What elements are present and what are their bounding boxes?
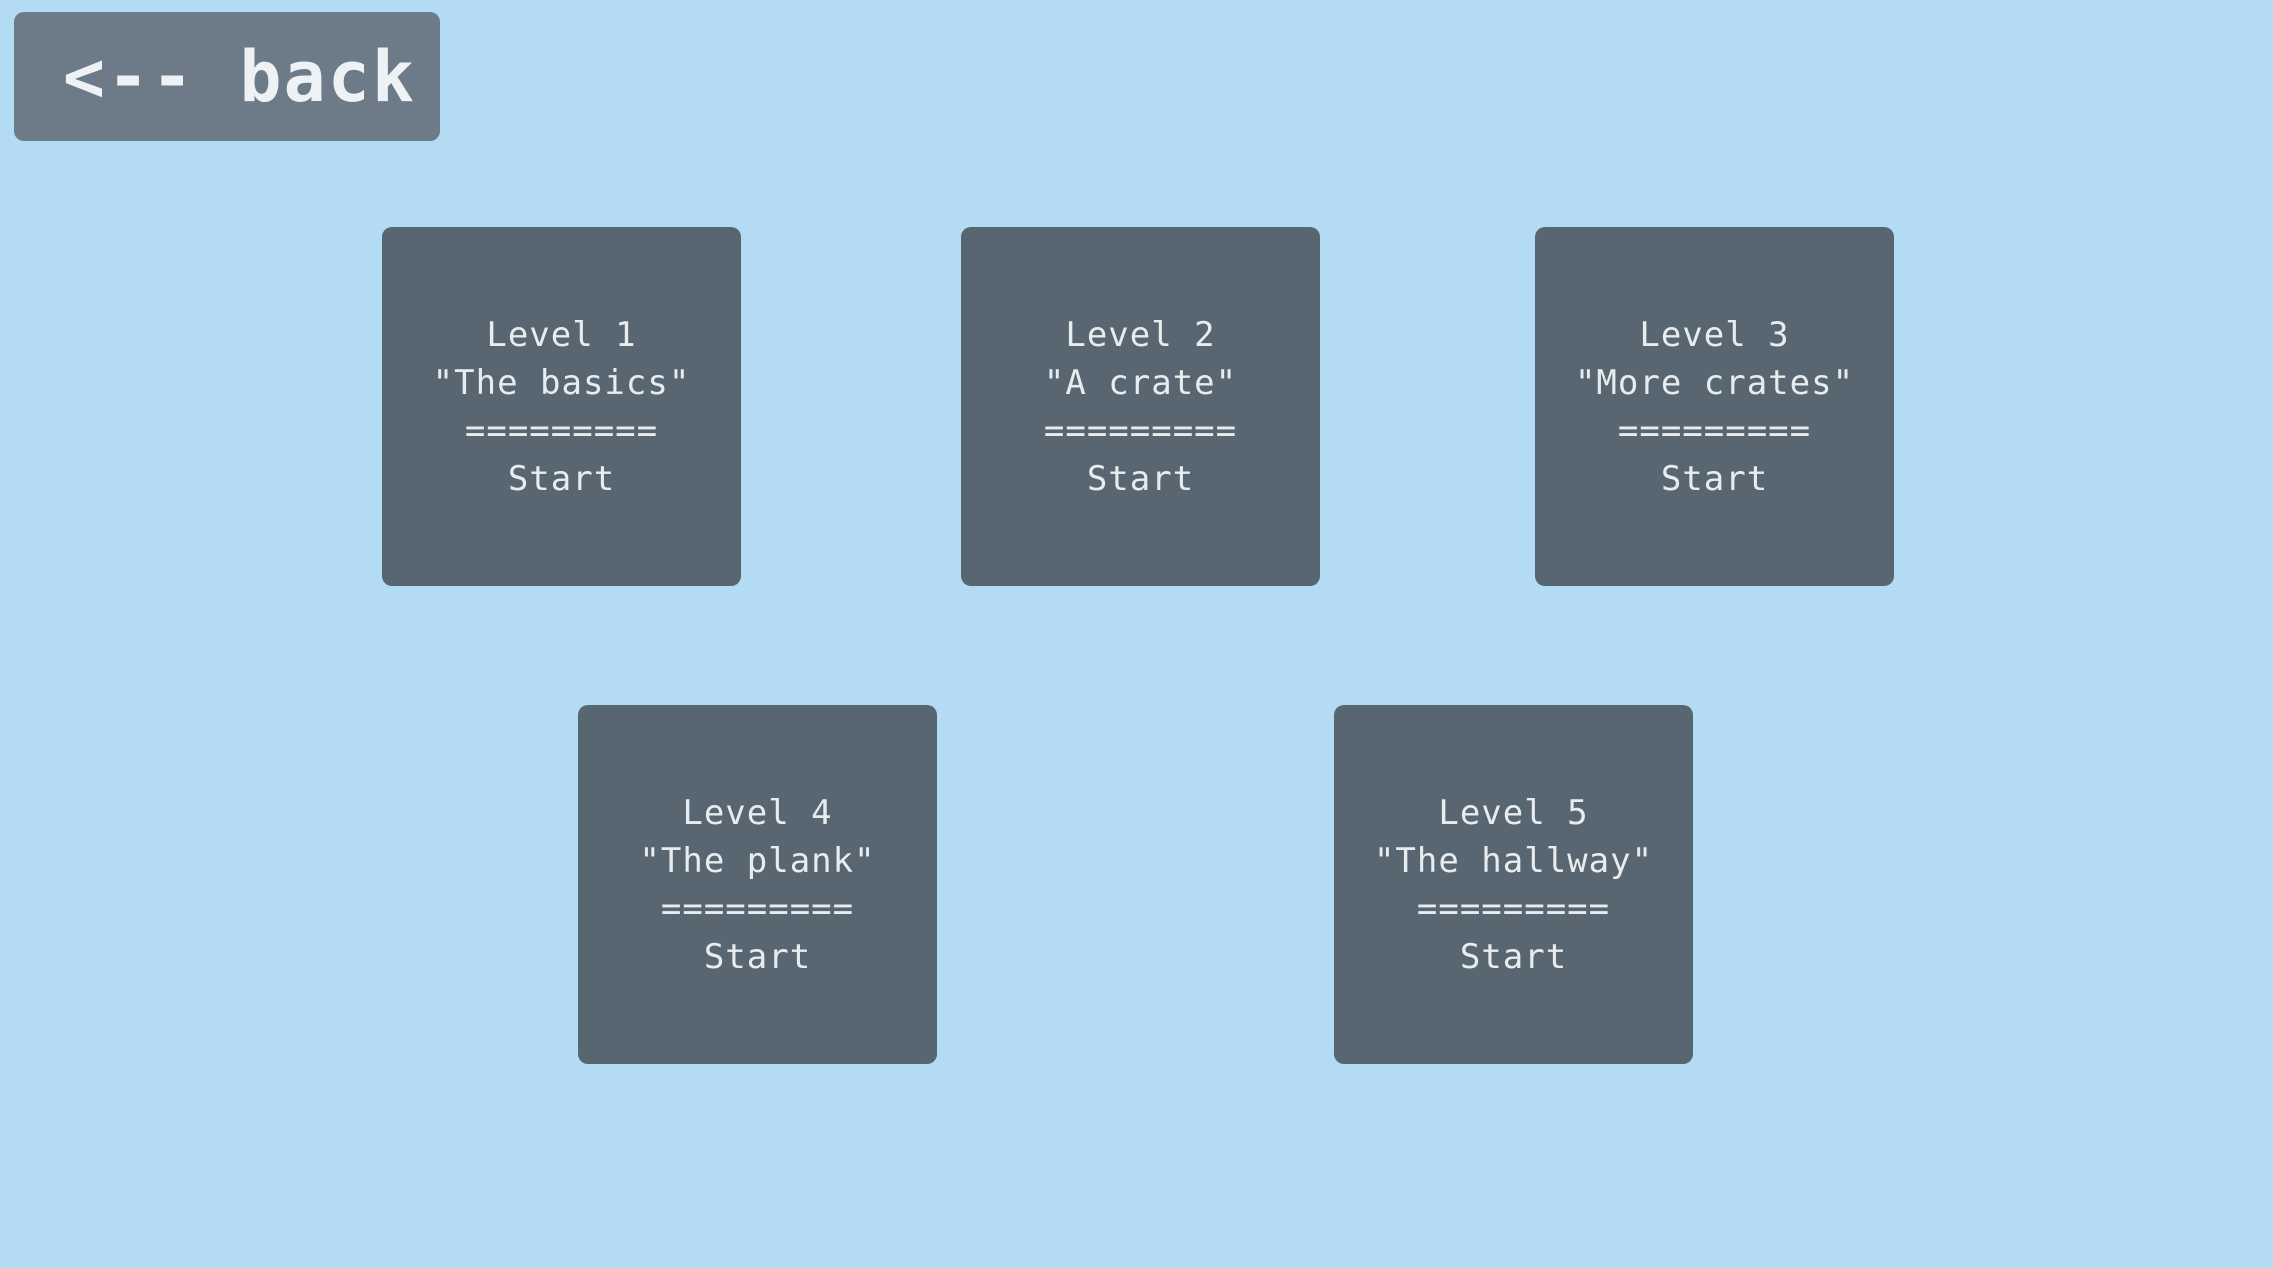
level-subtitle: "The plank" xyxy=(639,840,876,881)
level-title: Level 3 xyxy=(1639,314,1790,355)
level-divider: ========= xyxy=(660,888,855,929)
level-start-label[interactable]: Start xyxy=(507,458,616,499)
level-5-card[interactable]: Level 5 "The hallway" ========= Start xyxy=(1334,705,1693,1064)
level-title: Level 4 xyxy=(682,792,833,833)
back-button[interactable]: <-- back xyxy=(14,12,440,141)
level-divider: ========= xyxy=(464,410,659,451)
level-start-label[interactable]: Start xyxy=(1459,936,1568,977)
level-subtitle: "A crate" xyxy=(1043,362,1238,403)
level-divider: ========= xyxy=(1043,410,1238,451)
level-title: Level 2 xyxy=(1065,314,1216,355)
level-4-card[interactable]: Level 4 "The plank" ========= Start xyxy=(578,705,937,1064)
level-subtitle: "More crates" xyxy=(1574,362,1855,403)
level-subtitle: "The basics" xyxy=(432,362,691,403)
level-2-card[interactable]: Level 2 "A crate" ========= Start xyxy=(961,227,1320,586)
level-title: Level 1 xyxy=(486,314,637,355)
level-1-card[interactable]: Level 1 "The basics" ========= Start xyxy=(382,227,741,586)
level-divider: ========= xyxy=(1416,888,1611,929)
level-divider: ========= xyxy=(1617,410,1812,451)
level-title: Level 5 xyxy=(1438,792,1589,833)
level-subtitle: "The hallway" xyxy=(1373,840,1654,881)
level-start-label[interactable]: Start xyxy=(703,936,812,977)
level-start-label[interactable]: Start xyxy=(1086,458,1195,499)
level-start-label[interactable]: Start xyxy=(1660,458,1769,499)
level-3-card[interactable]: Level 3 "More crates" ========= Start xyxy=(1535,227,1894,586)
